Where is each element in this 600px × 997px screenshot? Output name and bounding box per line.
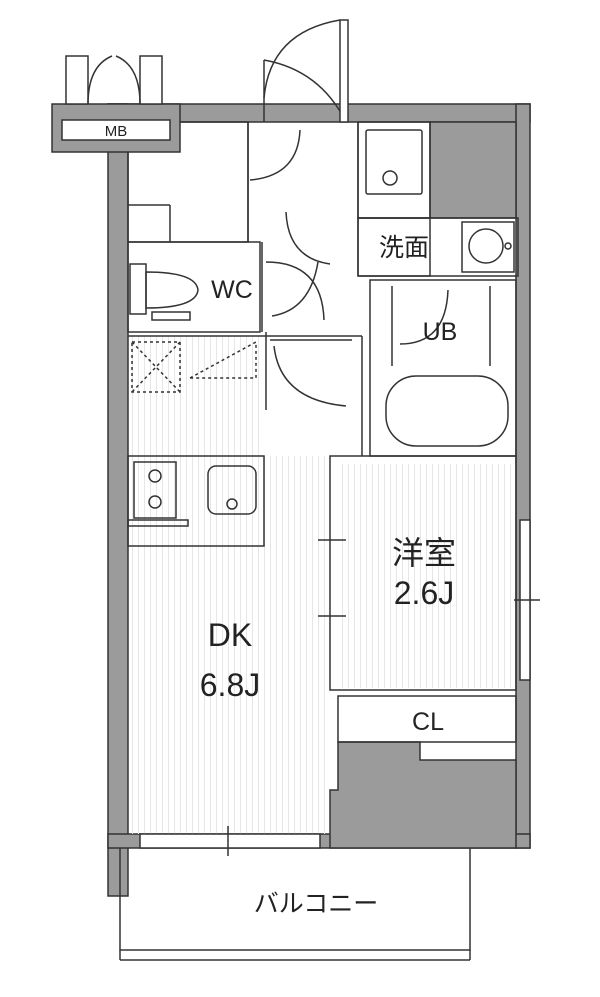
fixtures [51,55,515,527]
labels: MB 洗面 WC UB 洋室 2.6J DK 6.8J CL バルコニー [105,123,458,918]
meter-box [51,55,181,153]
western-room-size: 2.6J [394,575,454,611]
toilet-label: WC [211,276,253,304]
balcony-window [139,833,321,849]
meter-box-label: MB [105,123,128,140]
toilet-door [265,261,325,321]
washroom-door [285,211,331,265]
bath-door [399,289,449,345]
dk-door [273,345,347,407]
stove [133,461,177,519]
shoe-box [131,340,257,393]
bathtub [385,375,509,447]
closet-label: CL [412,708,444,736]
interior-walls [127,121,519,743]
balcony-label: バルコニー [254,890,379,918]
wash-basin [461,221,515,273]
kitchen-sink [207,465,257,515]
floors [128,196,516,834]
washroom-label: 洗面 [379,234,429,262]
toilet-fixture [129,263,199,321]
storage-door [249,129,301,181]
bath-label: UB [423,318,458,346]
entrance-door [263,19,349,123]
western-room-name: 洋室 [392,535,456,571]
doors [139,19,540,856]
dk-name: DK [208,617,252,653]
dk-size: 6.8J [200,667,260,703]
balcony [119,848,471,961]
washer-pan [365,129,423,195]
